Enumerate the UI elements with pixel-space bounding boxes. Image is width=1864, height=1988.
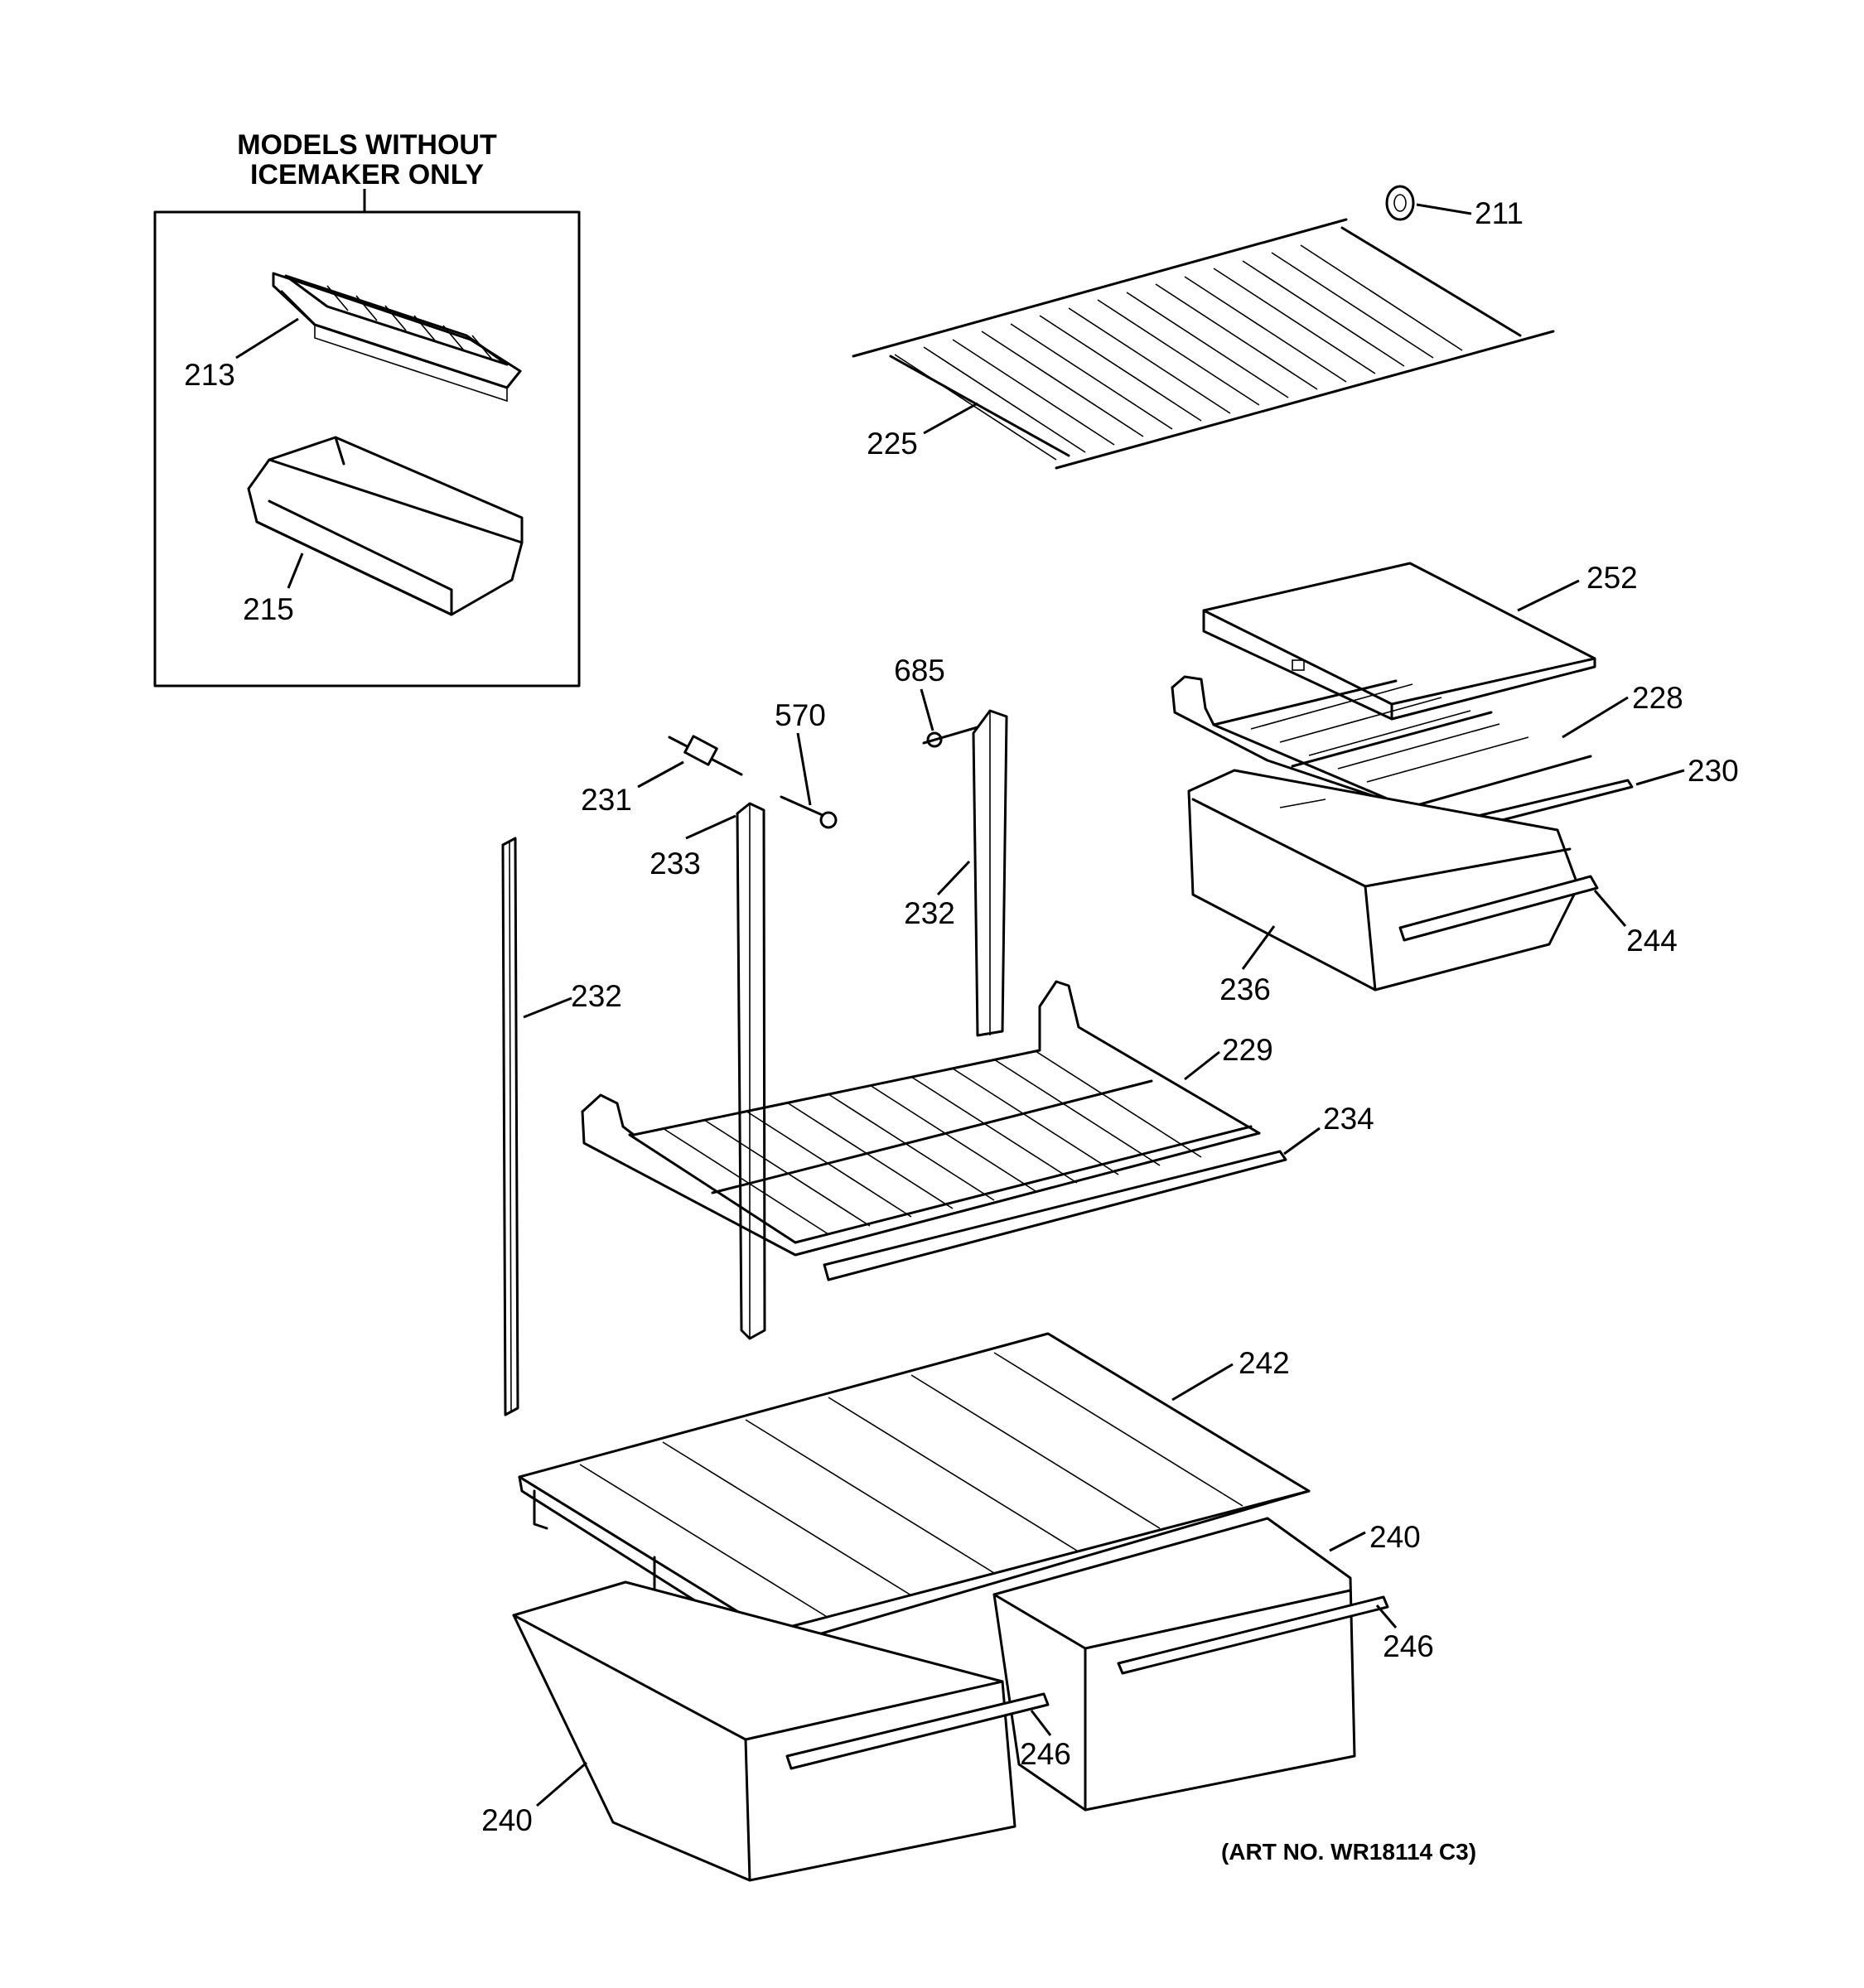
callout-211: 211 [1475,196,1524,230]
callout-246-left: 246 [1020,1737,1071,1771]
part-231-clip [668,735,743,776]
part-211-grommet [1385,185,1415,221]
part-234-front-trim [823,1150,1287,1281]
callout-236: 236 [1219,972,1271,1006]
part-685-screw [922,723,988,748]
part-252-crisper-cover [1202,562,1596,721]
inset-heading-line2: ICEMAKER ONLY [250,159,484,191]
part-236-crisper-pan [1187,769,1599,992]
callout-228: 228 [1632,681,1683,715]
part-570-screw [780,795,838,829]
callout-252: 252 [1586,561,1638,595]
callout-570: 570 [775,698,826,732]
callout-225: 225 [867,427,918,461]
callout-244: 244 [1626,924,1678,958]
part-215-storage-bin [247,436,524,616]
part-232-ladder-rail-center [972,709,1008,1037]
callout-229: 229 [1222,1033,1273,1067]
callout-685: 685 [894,654,945,688]
callout-215: 215 [243,592,294,626]
callout-234: 234 [1323,1102,1374,1136]
part-229-cantilever-shelf [581,980,1261,1257]
callout-213: 213 [184,358,235,392]
art-number: (ART NO. WR18114 C3) [1221,1839,1476,1865]
part-240-crisper-drawer-left [512,1580,1050,1882]
callout-240-left: 240 [481,1803,533,1837]
inset-heading-line1: MODELS WITHOUT [237,129,497,161]
part-242-crisper-cover [518,1332,1311,1650]
part-213-ice-tray [272,272,522,403]
callout-232-left: 232 [571,979,622,1013]
inset-models-without-icemaker: MODELS WITHOUT ICEMAKER ONLY 213 215 [153,129,581,688]
callout-242: 242 [1239,1346,1290,1380]
callout-232-center: 232 [904,896,955,930]
callout-233: 233 [650,847,701,881]
callout-246-right: 246 [1383,1629,1434,1663]
callout-240-right: 240 [1369,1520,1421,1554]
callout-230: 230 [1688,754,1739,788]
callout-231: 231 [581,783,632,817]
part-240-crisper-drawer-right [992,1517,1389,1812]
part-232-ladder-rail-left [501,837,519,1416]
part-225-wire-shelf [852,218,1555,470]
part-233-ladder-rail [736,802,766,1340]
